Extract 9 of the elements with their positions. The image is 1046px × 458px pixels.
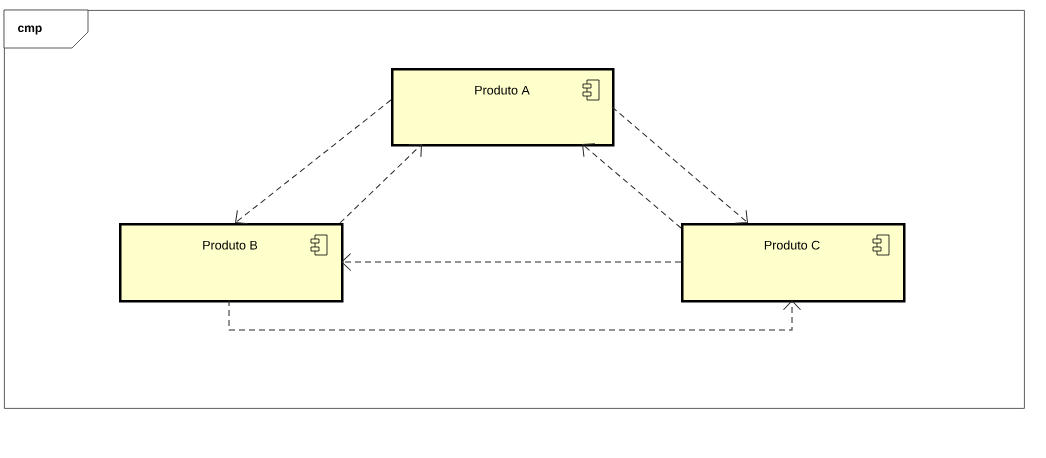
component-box: Produto A bbox=[391, 68, 615, 147]
dependency-arrow bbox=[582, 143, 682, 229]
dependency-arrow bbox=[228, 299, 801, 331]
dependency-arrow bbox=[339, 144, 422, 224]
dependency-arrow bbox=[341, 253, 682, 271]
component-box: Produto C bbox=[681, 223, 906, 303]
dependency-arrow bbox=[235, 99, 392, 225]
dependency-arrow bbox=[611, 106, 748, 224]
component-box: Produto B bbox=[119, 223, 344, 303]
